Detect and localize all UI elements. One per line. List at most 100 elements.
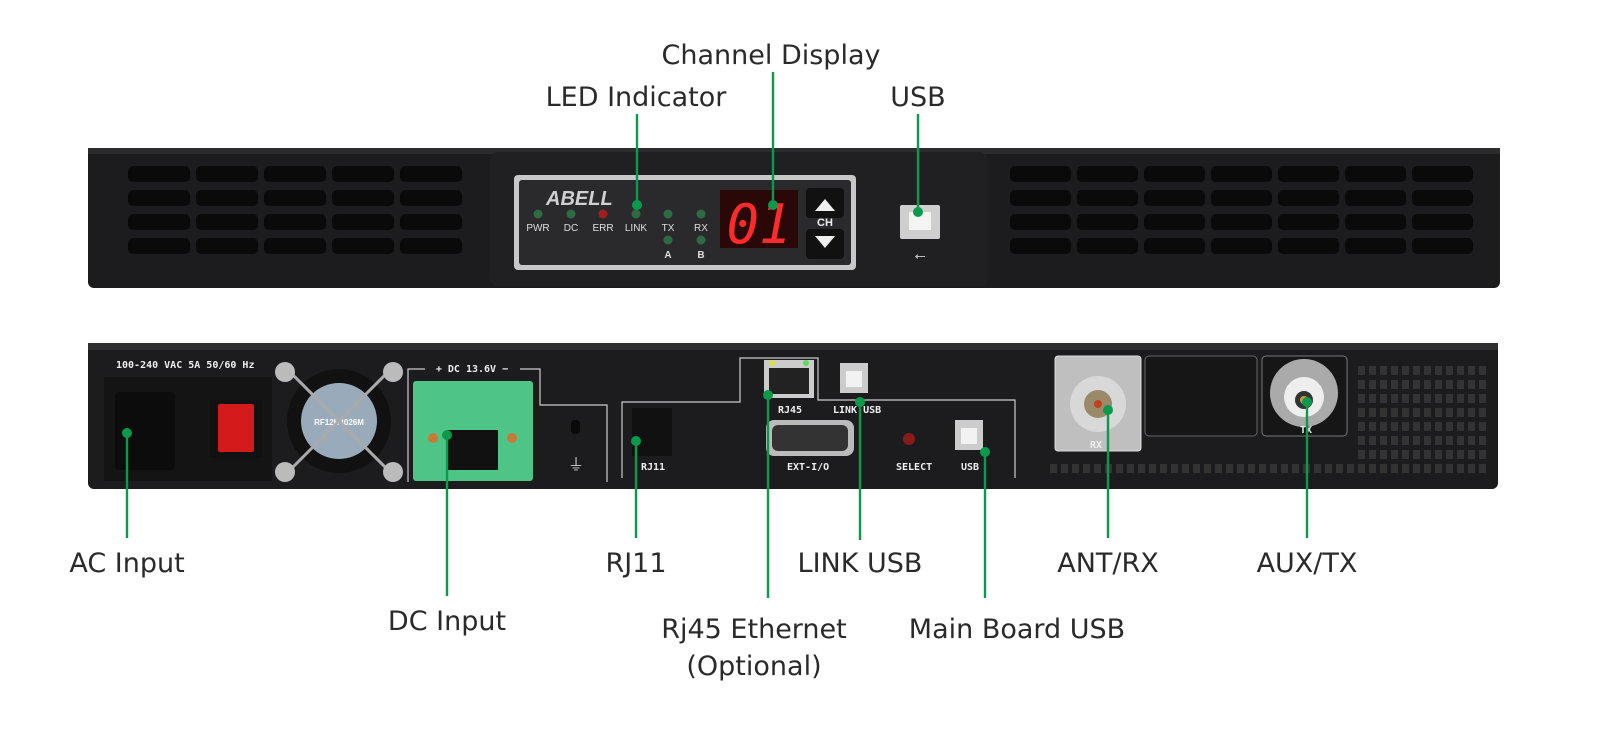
vent-slot	[1278, 238, 1339, 254]
vent-hole	[1380, 380, 1387, 389]
vent-slot	[1278, 166, 1339, 182]
vent-hole	[1314, 464, 1321, 473]
vent-slot	[264, 190, 326, 206]
vent-hole	[1369, 366, 1376, 375]
callout-led-indicator: LED Indicator	[546, 82, 728, 113]
vent-hole	[1358, 436, 1365, 445]
vent-slot	[1077, 238, 1138, 254]
led-sub-label: A	[664, 250, 671, 261]
vent-slot	[1010, 190, 1071, 206]
vent-hole	[1369, 450, 1376, 459]
ext-io-port-label: EXT-I/O	[787, 462, 829, 473]
vent-hole	[1435, 450, 1442, 459]
brand-logo: ABELL	[545, 188, 613, 210]
vent-hole	[1138, 464, 1145, 473]
vent-hole	[1413, 464, 1420, 473]
vent-hole	[1446, 436, 1453, 445]
callouts: Channel Display LED Indicator USB AC Inp…	[69, 40, 1357, 682]
vent-hole	[1248, 464, 1255, 473]
vent-slot	[1412, 190, 1473, 206]
vent-hole	[1446, 422, 1453, 431]
vent-slot	[196, 166, 258, 182]
vent-hole	[1413, 408, 1420, 417]
vent-hole	[1468, 436, 1475, 445]
callout-main-board-usb: Main Board USB	[909, 614, 1125, 645]
vent-slot	[1345, 190, 1406, 206]
vent-slot	[400, 166, 462, 182]
vent-hole	[1358, 464, 1365, 473]
vent-hole	[1259, 464, 1266, 473]
vent-hole	[1270, 464, 1277, 473]
vent-hole	[1413, 422, 1420, 431]
rear-panel: 100-240 VAC 5A 50/60 Hz RF12B4026M + DC …	[88, 343, 1498, 489]
vent-hole	[1435, 464, 1442, 473]
vent-hole	[1391, 450, 1398, 459]
led-tx	[663, 209, 673, 219]
link-usb-port-label: LINK USB	[833, 405, 881, 416]
vent-hole	[1446, 380, 1453, 389]
vent-slot	[1144, 190, 1205, 206]
ac-inlet[interactable]	[115, 392, 175, 470]
vent-slot	[1345, 166, 1406, 182]
triangle-down-icon	[815, 236, 835, 248]
vent-hole	[1468, 408, 1475, 417]
vent-slot	[1345, 214, 1406, 230]
vent-slot	[196, 214, 258, 230]
dc-rating-label: + DC 13.6V −	[436, 364, 508, 375]
vent-hole	[1479, 366, 1486, 375]
led-dc	[566, 209, 576, 219]
vent-hole	[1446, 408, 1453, 417]
vent-hole	[1457, 408, 1464, 417]
vent-hole	[1413, 394, 1420, 403]
callout-ac-input: AC Input	[69, 548, 184, 579]
vent-slot	[1211, 166, 1272, 182]
led-label: TX	[662, 223, 675, 234]
vent-hole	[1435, 380, 1442, 389]
vent-slot	[264, 214, 326, 230]
vent-hole	[1413, 380, 1420, 389]
vent-hole	[1402, 436, 1409, 445]
vent-hole	[1369, 436, 1376, 445]
callout-front-usb: USB	[890, 82, 945, 113]
power-switch[interactable]	[218, 404, 254, 452]
vent-hole	[1391, 380, 1398, 389]
vent-hole	[1380, 464, 1387, 473]
select-button[interactable]	[903, 433, 915, 445]
vent-hole	[1358, 394, 1365, 403]
vent-hole	[1424, 422, 1431, 431]
vent-slot	[1278, 214, 1339, 230]
vent-hole	[1226, 464, 1233, 473]
rj11-port[interactable]	[632, 408, 672, 456]
vent-hole	[1413, 450, 1420, 459]
led-a	[663, 235, 673, 245]
vent-slot	[196, 238, 258, 254]
channel-button-label: CH	[817, 217, 833, 229]
vent-hole	[1358, 450, 1365, 459]
rear-vents	[1050, 366, 1486, 473]
vent-slot	[128, 190, 190, 206]
vent-hole	[1479, 394, 1486, 403]
vent-slot	[128, 238, 190, 254]
vent-hole	[1336, 464, 1343, 473]
rx-label: RX	[1090, 440, 1102, 451]
callout-aux-tx: AUX/TX	[1257, 548, 1358, 579]
vent-hole	[1402, 380, 1409, 389]
vent-hole	[1358, 422, 1365, 431]
vent-slot	[1077, 214, 1138, 230]
vent-hole	[1424, 366, 1431, 375]
vent-hole	[1479, 380, 1486, 389]
callout-rj11: RJ11	[605, 548, 666, 579]
vent-slot	[1144, 214, 1205, 230]
led-label: DC	[564, 223, 578, 234]
vent-slot	[332, 166, 394, 182]
led-rx	[696, 209, 706, 219]
vent-hole	[1237, 464, 1244, 473]
vent-hole	[1457, 366, 1464, 375]
vent-hole	[1369, 394, 1376, 403]
vent-slot	[1010, 166, 1071, 182]
vent-slot	[332, 214, 394, 230]
vent-hole	[1424, 394, 1431, 403]
vent-hole	[1479, 436, 1486, 445]
vent-hole	[1391, 464, 1398, 473]
vent-hole	[1457, 436, 1464, 445]
